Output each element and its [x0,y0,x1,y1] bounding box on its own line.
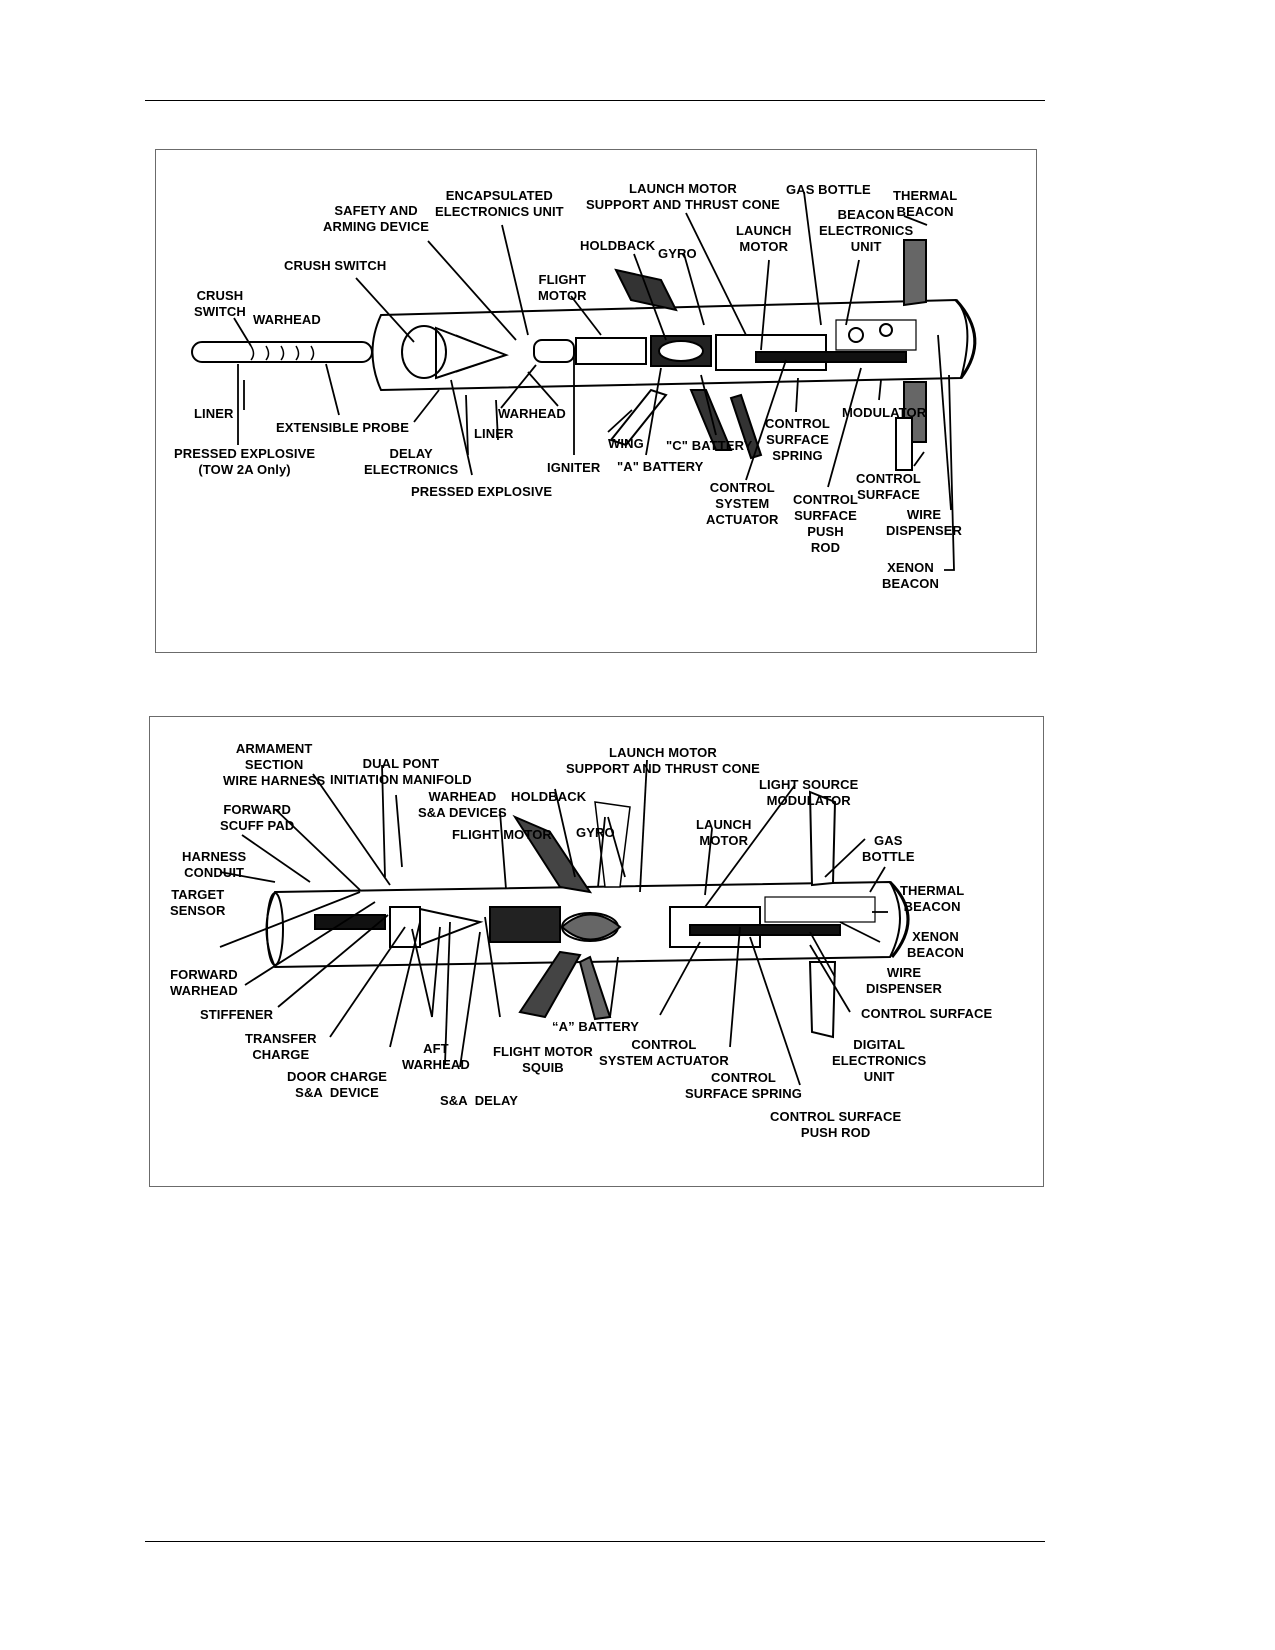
control-surface-upper [903,239,927,307]
label-thermal-beacon: THERMAL BEACON [900,883,965,914]
label-launch-motor-support: LAUNCH MOTOR SUPPORT AND THRUST CONE [586,181,780,212]
label-liner-probe: LINER [194,406,234,421]
control-surface-lower [808,961,837,1039]
label-holdback: HOLDBACK [511,789,587,804]
label-modulator: MODULATOR [842,405,927,420]
label-flight-motor-squib: FLIGHT MOTOR SQUIB [493,1044,593,1075]
label-warhead-forward: WARHEAD [253,312,321,327]
label-armament-harness: ARMAMENT SECTION WIRE HARNESS [223,741,326,788]
label-encapsulated-electronics: ENCAPSULATED ELECTRONICS UNIT [435,188,564,219]
label-stiffener: STIFFENER [200,1007,274,1022]
label-launch-motor-support: LAUNCH MOTOR SUPPORT AND THRUST CONE [566,745,760,776]
label-control-system-actuator: CONTROL SYSTEM ACTUATOR [706,480,779,527]
label-wing: WING [608,436,644,451]
missile-2-drawing [219,759,910,1086]
label-digital-electronics: DIGITAL ELECTRONICS UNIT [832,1037,927,1084]
label-liner-main: LINER [474,426,514,441]
label-target-sensor: TARGET SENSOR [170,887,226,918]
label-pressed-explosive: PRESSED EXPLOSIVE [411,484,553,499]
label-wire-dispenser: WIRE DISPENSER [866,965,943,996]
label-holdback: HOLDBACK [580,238,656,253]
wing-upper [512,814,593,894]
label-beacon-electronics: BEACON ELECTRONICS UNIT [819,207,914,254]
footer-rule [145,1541,1045,1542]
label-flight-motor: FLIGHT MOTOR [452,827,552,842]
label-thermal-beacon: THERMAL BEACON [893,188,958,219]
label-warhead-sa-devices: WARHEAD S&A DEVICES [418,789,507,820]
label-control-surface-push-rod: CONTROL SURFACE PUSH ROD [793,492,858,555]
label-delay-electronics: DELAY ELECTRONICS [364,446,459,477]
label-launch-motor: LAUNCH MOTOR [696,817,752,848]
label-forward-warhead: FORWARD WARHEAD [170,967,238,998]
wing-upper [614,268,678,312]
label-a-battery: "A" BATTERY [617,459,704,474]
label-aft-warhead: AFT WARHEAD [402,1041,470,1072]
label-control-system-actuator: CONTROL SYSTEM ACTUATOR [599,1037,729,1068]
control-surface-upper [808,790,837,887]
label-control-surface-spring: CONTROL SURFACE SPRING [765,416,830,463]
warhead-cone [401,325,447,379]
label-c-battery: "C" BATTERY [666,438,753,453]
label-a-battery: “A” BATTERY [552,1019,640,1034]
label-transfer-charge: TRANSFER CHARGE [245,1031,317,1062]
label-gas-bottle: GAS BOTTLE [862,833,915,864]
label-forward-scuff-pad: FORWARD SCUFF PAD [220,802,295,833]
wing-lower [609,388,668,447]
label-dual-point-manifold: DUAL PONT INITIATION MANIFOLD [330,756,472,787]
label-pressed-explosive-tow2a: PRESSED EXPLOSIVE (TOW 2A Only) [174,446,316,477]
label-control-surface: CONTROL SURFACE [861,1006,993,1021]
label-flight-motor: FLIGHT MOTOR [538,272,587,303]
label-control-surface-push-rod: CONTROL SURFACE PUSH ROD [770,1109,902,1140]
label-door-charge-sa-device: DOOR CHARGE S&A DEVICE [287,1069,388,1100]
label-light-source-modulator: LIGHT SOURCE MODULATOR [759,777,859,808]
label-sa-delay: S&A DELAY [440,1093,519,1108]
label-crush-switch-tip: CRUSH SWITCH [194,288,246,319]
label-xenon-beacon: XENON BEACON [882,560,939,591]
label-gyro: GYRO [576,825,615,840]
label-gyro: GYRO [658,246,697,261]
label-gas-bottle: GAS BOTTLE [786,182,871,197]
label-harness-conduit: HARNESS CONDUIT [182,849,247,880]
header-rule [145,100,1045,101]
label-launch-motor: LAUNCH MOTOR [736,223,792,254]
label-extensible-probe: EXTENSIBLE PROBE [276,420,410,435]
label-safety-arming-device: SAFETY AND ARMING DEVICE [323,203,430,234]
label-warhead-main: WARHEAD [498,406,566,421]
missile-1-drawing [191,191,977,571]
missile-cutaway-diagram-1: CRUSH SWITCH WARHEAD CRUSH SWITCH SAFETY… [155,149,1037,653]
label-wire-dispenser: WIRE DISPENSER [886,507,963,538]
label-crush-switch: CRUSH SWITCH [284,258,387,273]
label-control-surface: CONTROL SURFACE [856,471,921,502]
missile-cutaway-diagram-2: ARMAMENT SECTION WIRE HARNESS DUAL PONT … [149,716,1044,1187]
label-igniter: IGNITER [547,460,601,475]
label-xenon-beacon: XENON BEACON [907,929,964,960]
label-control-surface-spring: CONTROL SURFACE SPRING [685,1070,802,1101]
